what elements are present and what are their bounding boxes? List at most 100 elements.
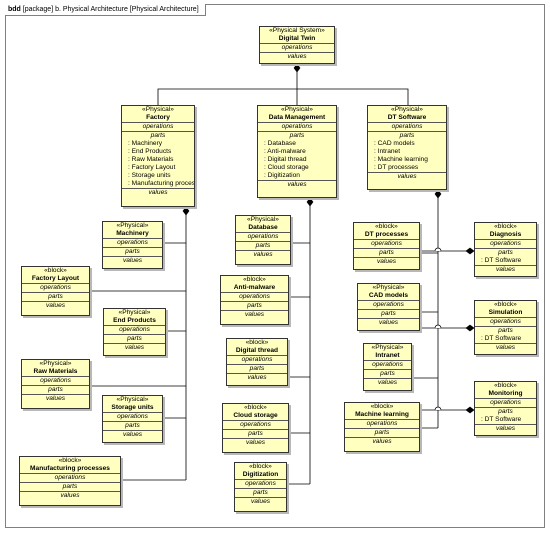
block-dt-processes[interactable]: «block» DT processes operations parts va… [353,222,420,270]
block-simulation[interactable]: «block» Simulation operations parts : DT… [474,300,537,355]
parts-compartment: parts [354,248,419,257]
block-stereotype: «Physical» [247,216,279,223]
part-item: : Database [264,140,296,147]
block-digital-thread[interactable]: «block» Digital thread operations parts … [226,338,288,386]
block-stereotype: «block» [375,223,398,230]
parts-compartment: parts [235,488,286,497]
parts-compartment: parts [358,309,419,318]
block-name: Factory Layout [31,275,80,282]
block-stereotype: «Physical» [371,344,404,351]
part-item: : Machine learning [374,156,428,163]
part-item: : DT Software [481,416,522,423]
block-database[interactable]: «Physical» Database operations parts val… [235,215,291,265]
values-compartment: values [103,430,162,439]
block-dt-software[interactable]: «Physical» DT Software operations parts … [367,105,447,190]
block-cad-models[interactable]: «Physical» CAD models operations parts v… [357,283,420,331]
block-name: Anti-malware [233,284,276,291]
parts-compartment: parts [227,364,287,373]
operations-compartment: operations [236,232,290,241]
block-machinery[interactable]: «Physical» Machinery operations parts va… [102,221,163,269]
parts-compartment: parts [475,326,536,335]
operations-compartment: operations [223,420,288,429]
line-hop-icon [434,247,442,252]
values-compartment: values [103,256,162,265]
block-name: DT Software [387,114,427,121]
values-compartment: values [221,310,288,319]
operations-compartment: operations [235,479,286,488]
diagram-frame [5,4,545,528]
block-stereotype: «Physical» [116,396,149,403]
operations-compartment: operations [358,300,419,309]
part-item: : Manufacturing processes [128,180,195,187]
values-compartment: values [104,343,165,352]
block-stereotype: «Physical» [391,106,423,113]
operations-compartment: operations [20,473,120,482]
block-name: Machine learning [355,411,409,418]
block-name: Diagnosis [489,231,522,238]
operations-compartment: operations [368,122,446,131]
block-stereotype: «block» [494,301,517,308]
block-storage-units[interactable]: «Physical» Storage units operations part… [102,395,163,443]
block-stereotype: «block» [244,404,267,411]
parts-compartment: parts [221,301,288,310]
operations-compartment: operations [22,376,89,385]
block-diagnosis[interactable]: «block» Diagnosis operations parts : DT … [474,222,537,277]
block-intranet[interactable]: «Physical» Intranet operations parts val… [363,343,412,391]
operations-compartment: operations [475,239,536,248]
part-item: : Digital thread [264,156,307,163]
connector-digital-twin-dt-software [297,88,409,105]
block-machine-learning[interactable]: «block» Machine learning operations part… [344,402,420,452]
block-digitization[interactable]: «block» Digitization operations parts va… [234,462,287,512]
block-factory[interactable]: «Physical» Factory operations parts : Ma… [121,105,195,207]
block-stereotype: «block» [243,276,266,283]
part-item: : End Products [128,148,172,155]
composition-diamond-data-management [306,197,314,207]
block-name: Cloud storage [233,412,278,419]
parts-compartment: parts [475,248,536,257]
block-stereotype: «Physical» [281,106,313,113]
values-compartment: values [475,265,536,274]
parts-compartment: parts [103,421,162,430]
block-name: Machinery [116,230,149,237]
part-item: : Anti-malware [264,148,306,155]
operations-compartment: operations [354,239,419,248]
block-data-management[interactable]: «Physical» Data Management operations pa… [257,105,337,198]
operations-compartment: operations [103,238,162,247]
block-stereotype: «block» [58,457,82,464]
values-compartment: values [22,394,89,403]
block-stereotype: «Physical» [142,106,174,113]
block-name: Factory [146,114,170,121]
values-compartment: values [364,378,411,387]
operations-compartment: operations [258,122,336,131]
block-factory-layout[interactable]: «block» Factory Layout operations parts … [21,266,90,316]
block-stereotype: «block» [44,267,67,274]
operations-compartment: operations [364,360,411,369]
operations-compartment: operations [475,317,536,326]
composition-diamond-digital-twin [293,63,301,73]
diagram-title: [package] b. Physical Architecture [Phys… [22,6,199,13]
block-manufacturing-processes[interactable]: «block» Manufacturing processes operatio… [19,456,121,506]
block-monitoring[interactable]: «block» Monitoring operations parts : DT… [474,381,537,436]
block-cloud-storage[interactable]: «block» Cloud storage operations parts v… [222,403,289,453]
block-name: Database [248,224,278,231]
part-item: : Raw Materials [128,156,174,163]
part-item: : CAD models [374,140,415,147]
parts-compartment: parts [345,428,419,437]
block-stereotype: «block» [245,339,269,346]
diagram-frame-header: bdd [package] b. Physical Architecture [… [5,4,206,16]
block-raw-materials[interactable]: «Physical» Raw Materials operations part… [21,359,90,409]
block-digital-twin[interactable]: «Physical System» Digital Twin operation… [259,26,335,64]
operations-compartment: operations [475,398,536,407]
values-compartment: values [20,491,120,500]
block-name: Manufacturing processes [30,465,110,472]
part-item: : Cloud storage [264,164,309,171]
block-stereotype: «block» [249,463,272,470]
part-item: : DT processes [374,164,419,171]
block-end-products[interactable]: «Physical» End Products operations parts… [103,308,166,356]
block-anti-malware[interactable]: «block» Anti-malware operations parts va… [220,275,289,325]
parts-compartment: parts [368,131,446,140]
operations-compartment: operations [345,419,419,428]
block-name: Storage units [111,404,154,411]
part-item: : Storage units [128,172,171,179]
parts-compartment: parts [104,334,165,343]
